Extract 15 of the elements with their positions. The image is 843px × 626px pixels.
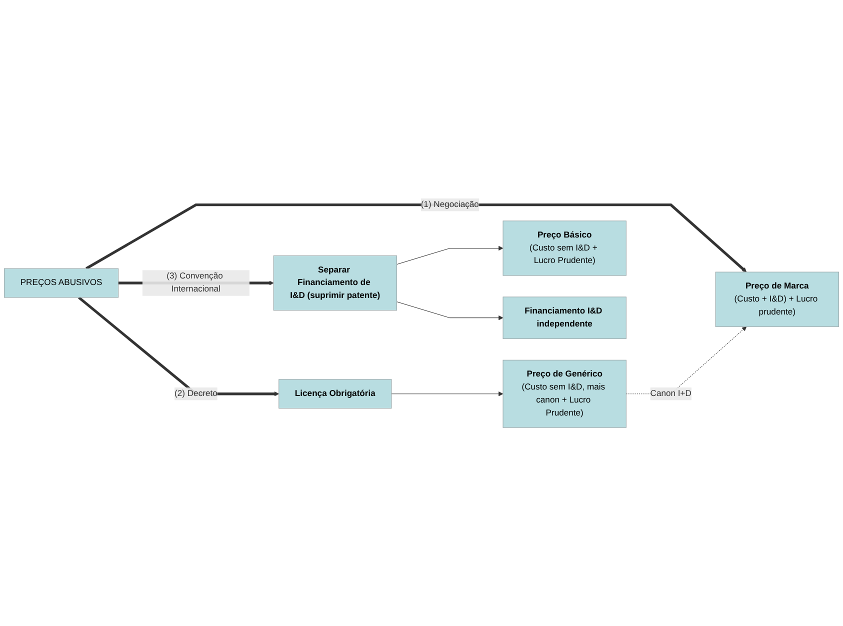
edge-label: (1) Negociação	[420, 200, 479, 210]
arrow	[396, 301, 504, 320]
edge-label: (2) Decreto	[174, 389, 218, 398]
node-box: Separar Financiamento de I&D (suprimir patente)	[273, 255, 397, 311]
node-box: Financiamento I&D independente	[502, 296, 626, 339]
edge-label: (3) Convenção Internacional	[166, 272, 223, 294]
node-box: PREÇOS ABUSIVOS	[4, 268, 119, 298]
node-box: Preço de Genérico (Custo sem I&D, mais canon + Lucro Prudente)	[502, 360, 626, 428]
node-box: Preço de Marca (Custo + I&D) + Lucro prudente)	[715, 272, 839, 327]
edge-label: Canon I+D	[650, 389, 692, 398]
arrow	[396, 246, 504, 265]
node-box: Preço Básico (Custo sem I&D + Lucro Prudente)	[502, 220, 626, 276]
node-box: Licença Obrigatória	[278, 379, 392, 409]
arrow	[86, 204, 747, 272]
arrow	[391, 392, 504, 396]
